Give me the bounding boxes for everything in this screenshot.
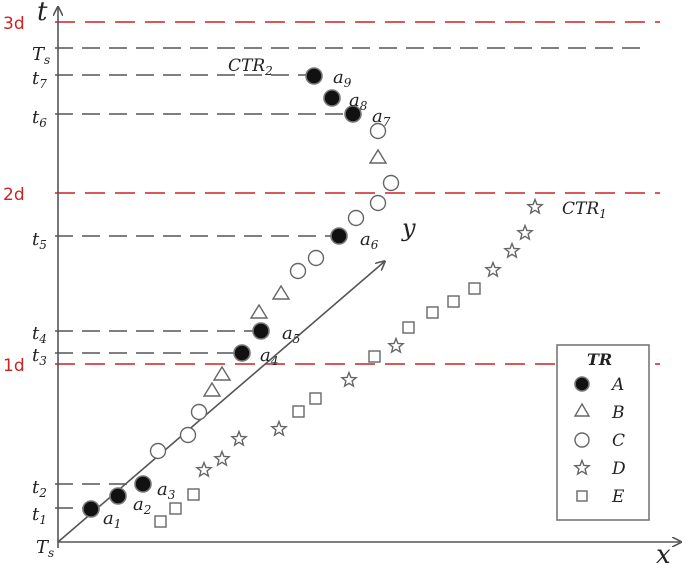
square-icon — [402, 321, 415, 334]
anchor-label-a6: a6 — [360, 229, 379, 252]
star-icon — [270, 419, 288, 437]
anchor-label-a4: a4 — [260, 345, 278, 368]
square-icon — [576, 490, 588, 502]
filled-circle-icon — [574, 376, 590, 392]
origin-label: Ts — [36, 537, 54, 560]
triangle-icon — [368, 148, 388, 164]
time-label-t7: t7 — [32, 68, 47, 91]
time-label-t4: t4 — [32, 323, 47, 346]
triangle-icon — [249, 303, 269, 319]
legend-frame — [556, 344, 650, 521]
level-label-3d: 3d — [3, 14, 25, 34]
filled-circle-icon — [82, 500, 100, 518]
x-axis-label: x — [656, 540, 671, 564]
circle-icon — [307, 249, 325, 267]
circle-icon — [190, 403, 208, 421]
legend-label-d: D — [611, 459, 626, 479]
legend-label-c: C — [612, 431, 625, 451]
square-icon — [292, 405, 305, 418]
star-icon — [573, 458, 591, 476]
filled-circle-icon — [305, 67, 323, 85]
anchor-label-a7: a7 — [372, 106, 391, 129]
circle-icon — [149, 442, 167, 460]
y-axis — [57, 262, 384, 543]
time-label-t1: t1 — [32, 504, 47, 527]
square-icon — [187, 488, 200, 501]
triangle-icon — [202, 381, 222, 397]
ctr2-label: CTR2 — [228, 56, 273, 78]
circle-icon — [574, 432, 590, 448]
anchor-label-a1: a1 — [103, 508, 121, 531]
circle-icon — [369, 194, 387, 212]
anchor-label-a3: a3 — [157, 479, 176, 502]
star-icon — [503, 241, 521, 259]
filled-circle-icon — [134, 475, 152, 493]
triangle-icon — [271, 284, 291, 300]
circle-icon — [382, 174, 400, 192]
anchor-label-a9: a9 — [333, 67, 352, 90]
circle-icon — [289, 262, 307, 280]
anchor-label-a2: a2 — [133, 494, 151, 517]
time-label-ts: Ts — [32, 44, 50, 67]
time-label-t3: t3 — [32, 345, 47, 368]
circle-icon — [369, 122, 387, 140]
time-label-t6: t6 — [32, 107, 47, 130]
star-icon — [516, 223, 534, 241]
filled-circle-icon — [109, 487, 127, 505]
circle-icon — [347, 209, 365, 227]
ctr1-label: CTR1 — [562, 199, 607, 221]
square-icon — [468, 282, 481, 295]
legend: TR A B C D E — [556, 344, 650, 521]
series-b — [202, 148, 388, 397]
time-label-t2: t2 — [32, 477, 47, 500]
series-d — [195, 197, 544, 478]
series-e — [154, 282, 481, 528]
filled-circle-icon — [323, 89, 341, 107]
time-label-t5: t5 — [32, 229, 47, 252]
t-axis-label: t — [37, 0, 48, 27]
square-icon — [447, 295, 460, 308]
anchor-label-a8: a8 — [349, 90, 368, 113]
legend-label-e: E — [611, 487, 625, 507]
legend-label-a: A — [610, 375, 624, 395]
filled-circle-icon — [330, 227, 348, 245]
level-label-1d: 1d — [3, 356, 25, 376]
level-label-2d: 2d — [3, 185, 25, 205]
legend-label-b: B — [611, 403, 625, 423]
legend-title: TR — [587, 350, 612, 369]
square-icon — [368, 350, 381, 363]
star-icon — [526, 197, 544, 215]
square-icon — [309, 392, 322, 405]
circle-icon — [179, 426, 197, 444]
star-icon — [213, 449, 231, 467]
series-a — [82, 67, 362, 518]
star-icon — [230, 429, 248, 447]
square-icon — [426, 306, 439, 319]
square-icon — [169, 502, 182, 515]
filled-circle-icon — [344, 105, 362, 123]
star-icon — [387, 336, 405, 354]
anchor-label-a5: a5 — [282, 323, 300, 346]
y-axis-label: y — [401, 214, 416, 242]
filled-circle-icon — [233, 344, 251, 362]
square-icon — [154, 515, 167, 528]
star-icon — [340, 370, 358, 388]
star-icon — [195, 460, 213, 478]
star-icon — [484, 260, 502, 278]
series-c — [149, 122, 400, 460]
filled-circle-icon — [252, 322, 270, 340]
triangle-icon — [212, 365, 232, 381]
triangle-icon — [573, 402, 591, 417]
